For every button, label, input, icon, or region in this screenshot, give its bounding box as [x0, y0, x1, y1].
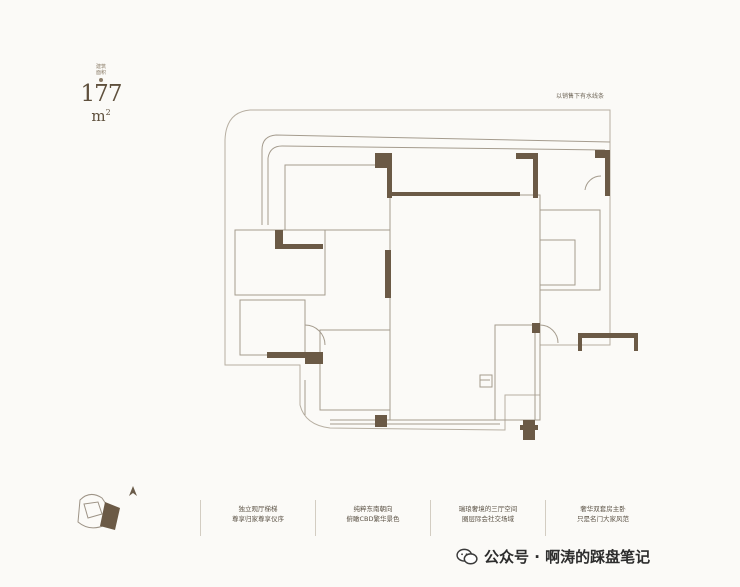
watermark: 公众号 · 啊涛的踩盘笔记 — [456, 546, 650, 567]
wechat-icon — [456, 548, 478, 564]
site-keyplan — [77, 494, 120, 530]
feature-item: 瑞琅奢境的三厅空间 圈层际会社交场域 — [430, 500, 545, 536]
watermark-text: 公众号 · 啊涛的踩盘笔记 — [484, 548, 651, 566]
interior-lines — [234, 164, 602, 425]
area-value: 177 — [80, 81, 123, 107]
plan-outline — [224, 109, 611, 431]
compass-arrow-icon — [129, 486, 137, 496]
plan-note: 以销售下有水线条 — [556, 93, 605, 100]
compass: N — [128, 486, 138, 506]
feature-item: 纯粹东南朝向 俯瞰CBD繁华景色 — [315, 500, 430, 536]
balcony-top-inner — [267, 145, 606, 159]
feature-item: 独立观厅梯梯 尊享归家尊享仪序 — [200, 500, 315, 536]
area-dot — [99, 78, 103, 82]
area-block: 建筑 面积 177 m2 — [76, 64, 126, 125]
balcony-top — [261, 134, 611, 151]
feature-list: 独立观厅梯梯 尊享归家尊享仪序 纯粹东南朝向 俯瞰CBD繁华景色 瑞琅奢境的三厅… — [200, 500, 660, 536]
area-unit: m2 — [91, 107, 111, 125]
keyplan-highlight — [100, 502, 120, 530]
thick-walls — [267, 150, 638, 440]
area-tag: 建筑 面积 — [76, 64, 126, 82]
feature-item: 奢华双套房主卧 只是名门大家风范 — [545, 500, 660, 536]
